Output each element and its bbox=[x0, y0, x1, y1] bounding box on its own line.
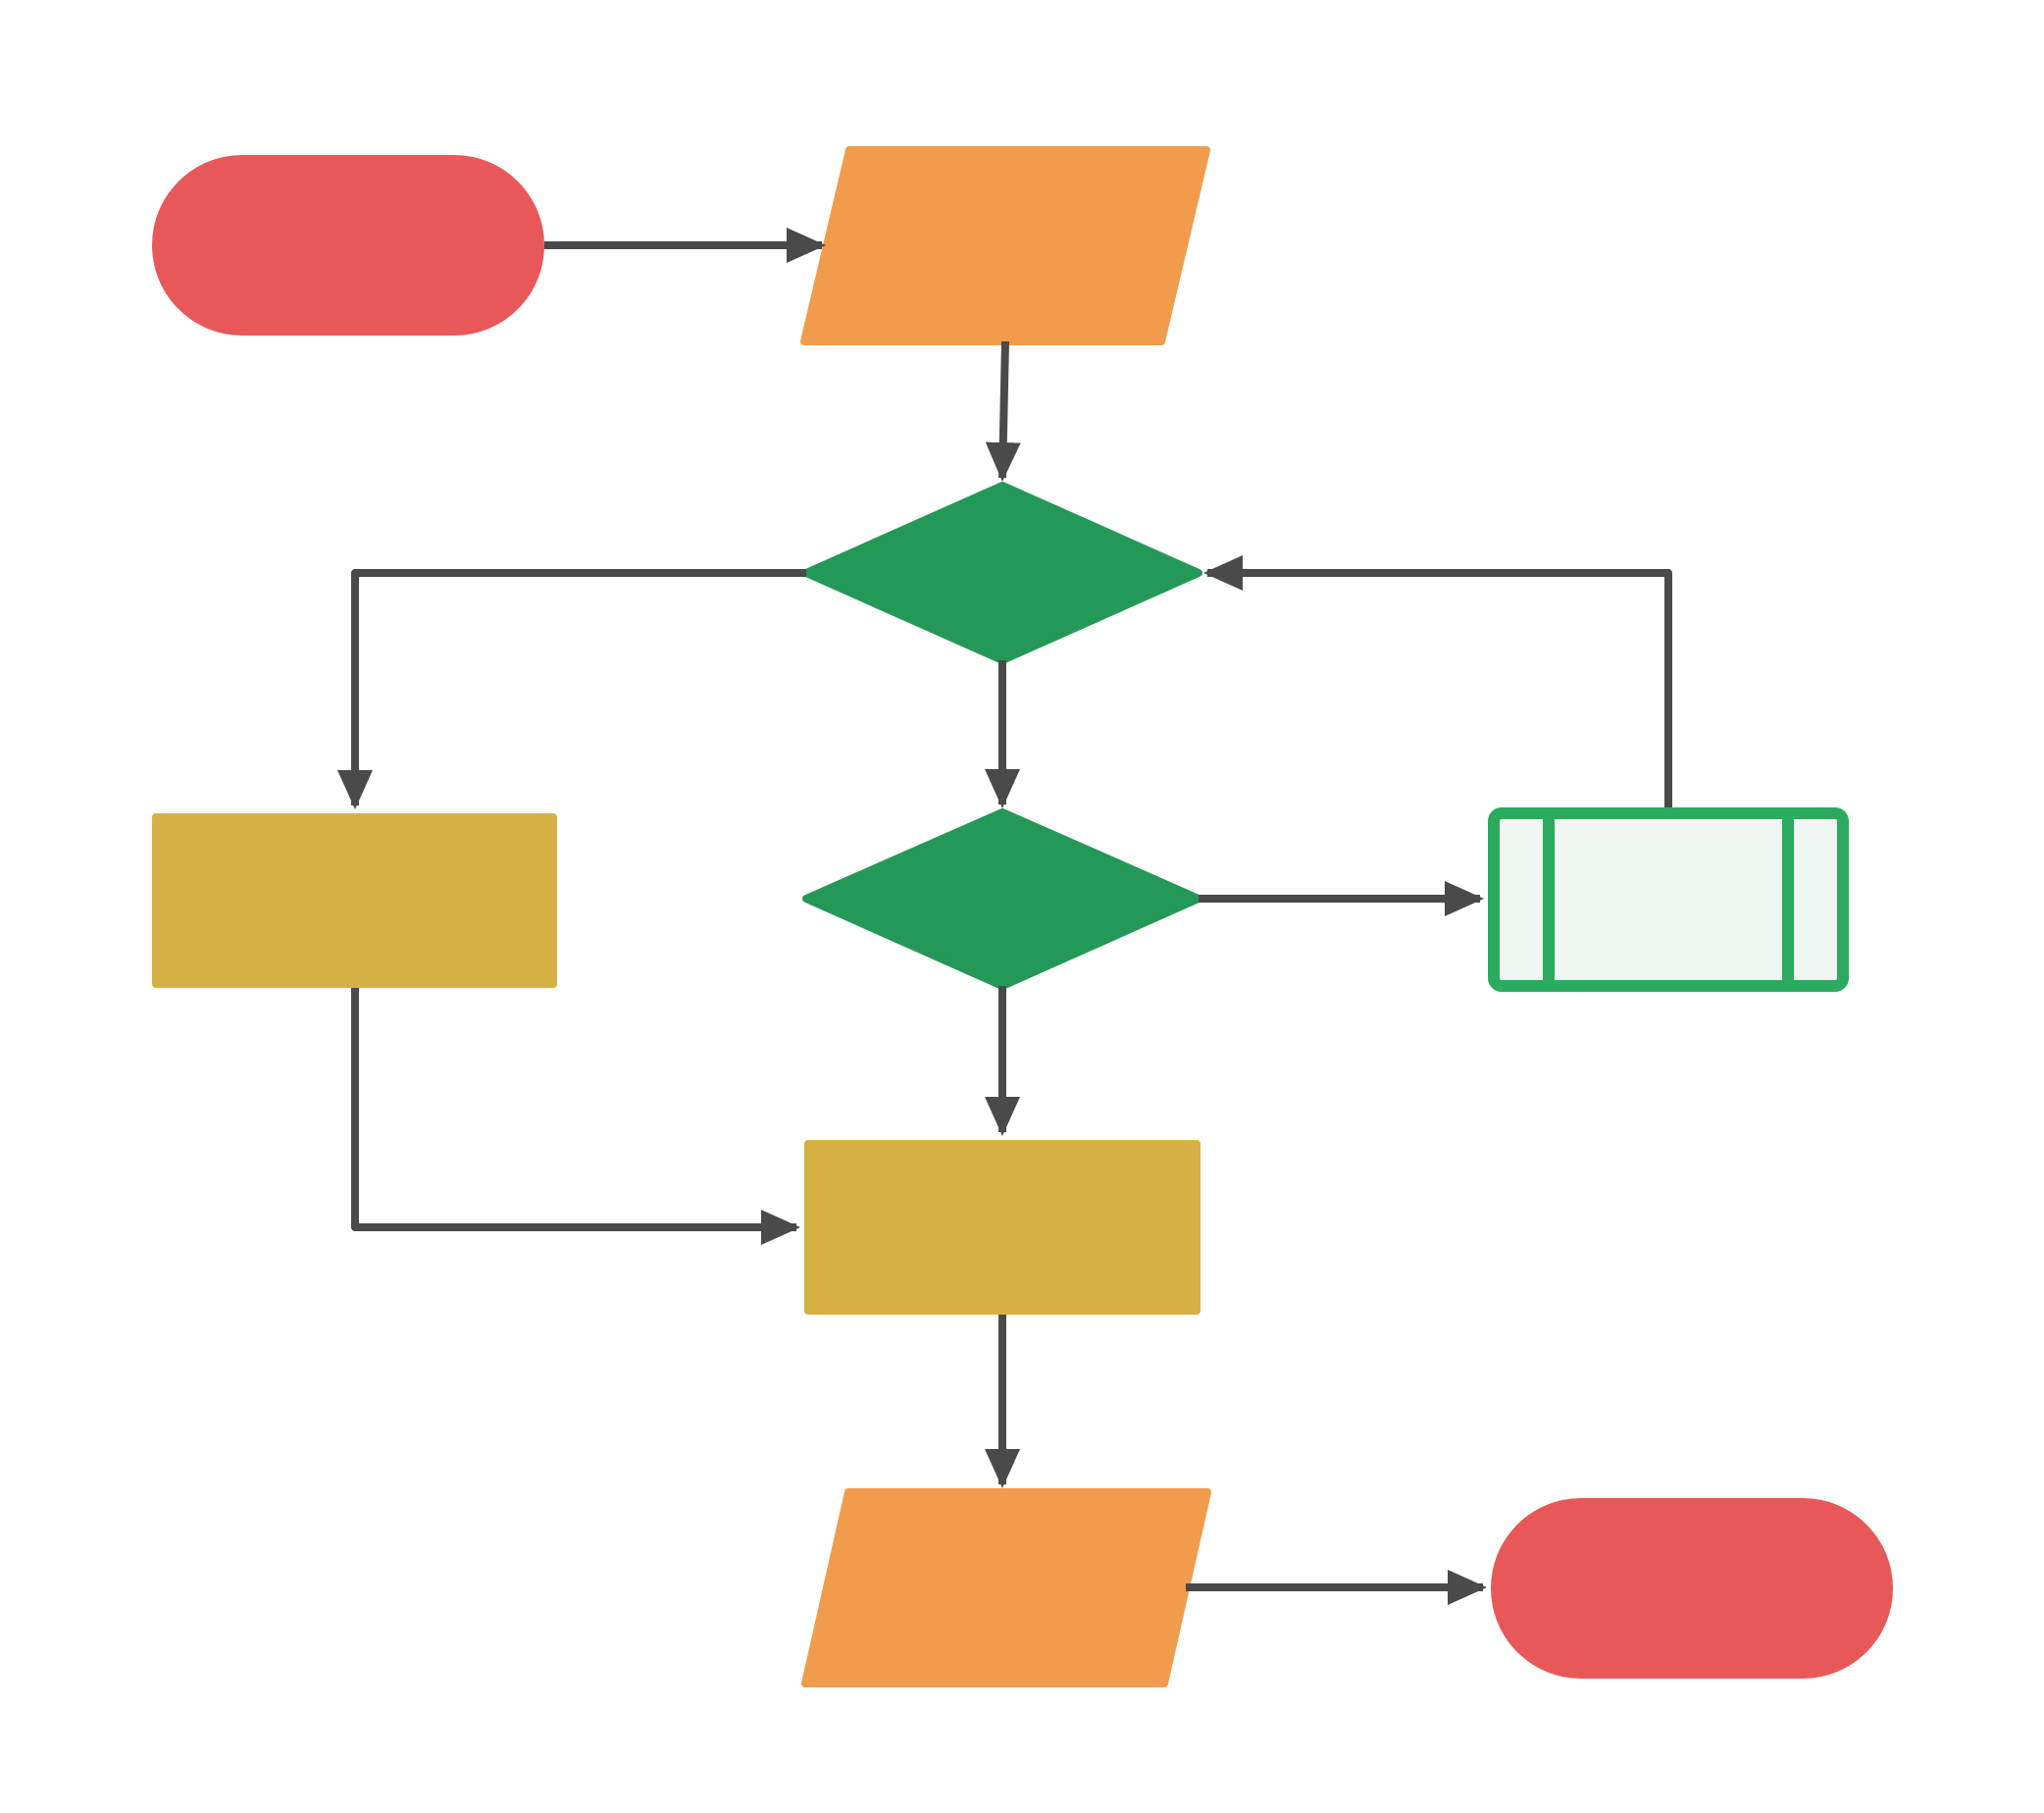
decision-1-node bbox=[802, 482, 1202, 664]
process-2-node bbox=[804, 1140, 1201, 1315]
predefined-process-body bbox=[1488, 807, 1849, 992]
process-1-node bbox=[152, 813, 557, 988]
start-terminator-node bbox=[152, 155, 544, 336]
connector-input-to-decision1 bbox=[985, 340, 1021, 482]
end-terminator-node bbox=[1491, 1498, 1893, 1679]
connector-process1-to-process2 bbox=[351, 988, 800, 1245]
decision-2-node bbox=[802, 808, 1202, 990]
input-parallelogram-node bbox=[800, 146, 1210, 345]
connector-predefined-to-decision1 bbox=[1203, 555, 1672, 807]
predefined-process-node bbox=[1488, 807, 1849, 992]
output-parallelogram-node bbox=[801, 1488, 1211, 1687]
connector-decision1-to-process1 bbox=[337, 569, 806, 809]
